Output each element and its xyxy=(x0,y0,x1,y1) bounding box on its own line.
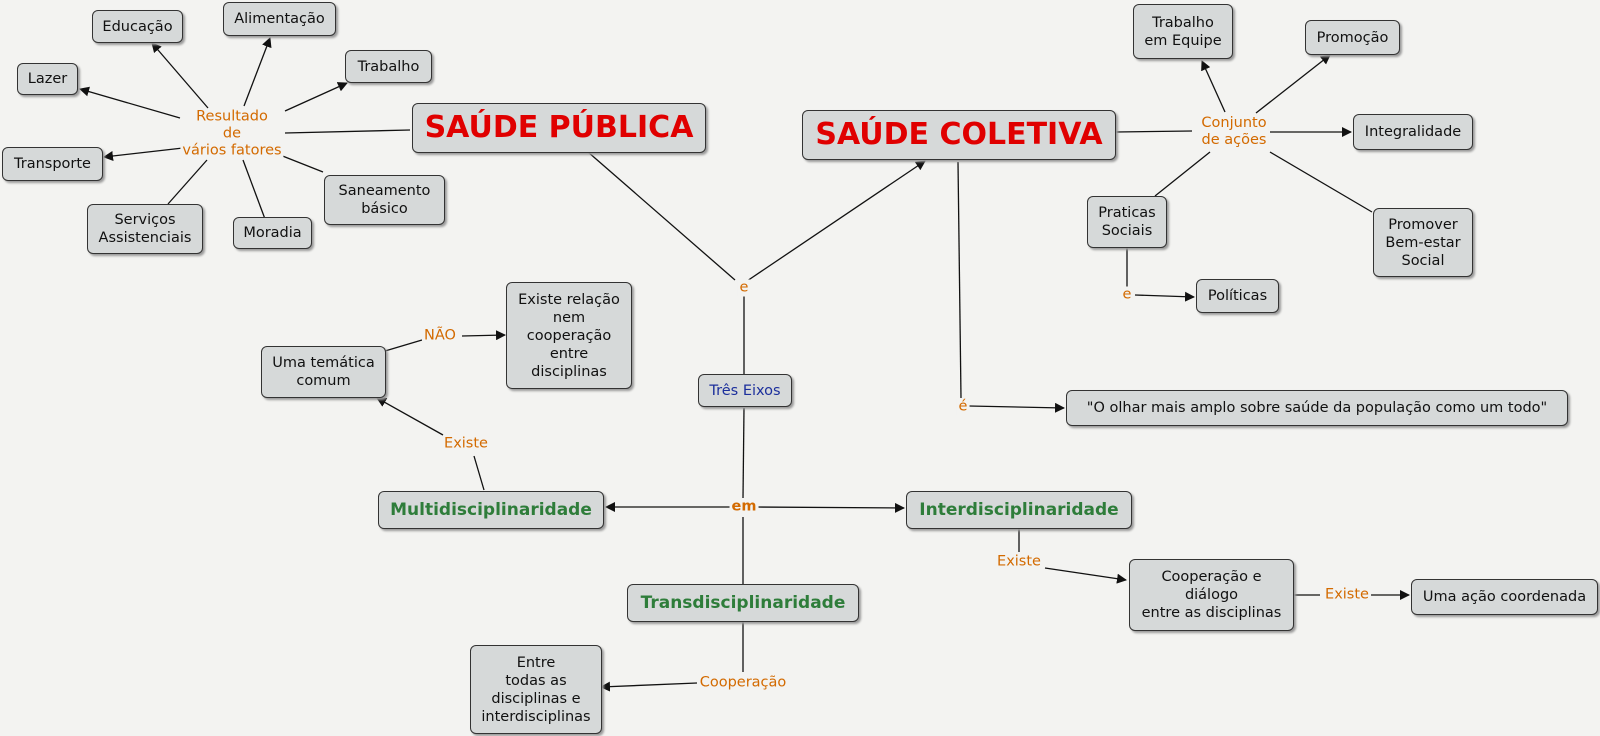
e-top-phrase: e xyxy=(737,279,751,297)
praticas-sociais-node[interactable]: Praticas Sociais xyxy=(1087,196,1167,248)
acao-coordenada-node[interactable]: Uma ação coordenada xyxy=(1411,579,1598,615)
interdisciplinaridade-node[interactable]: Interdisciplinaridade xyxy=(906,491,1132,529)
promover-node[interactable]: Promover Bem-estar Social xyxy=(1373,208,1473,277)
existe-relacao-node[interactable]: Existe relação nem cooperação entre disc… xyxy=(506,282,632,389)
moradia-node[interactable]: Moradia xyxy=(233,217,312,249)
educacao-node[interactable]: Educação xyxy=(92,10,183,43)
resultado-phrase: Resultado de vários fatores xyxy=(180,108,284,160)
uma-tematica-node[interactable]: Uma temática comum xyxy=(261,346,386,398)
nao-phrase: NÃO xyxy=(422,327,458,345)
integralidade-node[interactable]: Integralidade xyxy=(1353,114,1473,150)
trabalho-node[interactable]: Trabalho xyxy=(345,50,432,83)
servicos-node[interactable]: Serviços Assistenciais xyxy=(87,204,203,254)
transdisciplinaridade-node[interactable]: Transdisciplinaridade xyxy=(627,584,859,622)
e-praticas-phrase: e xyxy=(1120,286,1134,304)
lazer-node[interactable]: Lazer xyxy=(17,63,78,95)
e-olhar-phrase: é xyxy=(956,398,970,416)
multidisciplinaridade-node[interactable]: Multidisciplinaridade xyxy=(378,491,604,529)
saude-coletiva-node[interactable]: SAÚDE COLETIVA xyxy=(802,110,1116,160)
existe-coop-phrase: Existe xyxy=(1323,586,1371,604)
transporte-node[interactable]: Transporte xyxy=(2,147,103,181)
tres-eixos-node[interactable]: Três Eixos xyxy=(698,374,792,407)
conjunto-phrase: Conjunto de ações xyxy=(1199,115,1269,149)
alimentacao-node[interactable]: Alimentação xyxy=(223,2,336,36)
trabalho-equipe-node[interactable]: Trabalho em Equipe xyxy=(1133,4,1233,59)
saude-publica-node[interactable]: SAÚDE PÚBLICA xyxy=(412,103,706,153)
olhar-node[interactable]: "O olhar mais amplo sobre saúde da popul… xyxy=(1066,390,1568,426)
cooperacao-phrase: Cooperação xyxy=(697,674,789,692)
cooperacao-dialogo-node[interactable]: Cooperação e diálogo entre as disciplina… xyxy=(1129,559,1294,631)
politicas-node[interactable]: Políticas xyxy=(1196,279,1279,313)
existe-multi-phrase: Existe xyxy=(442,435,490,453)
entre-todas-node[interactable]: Entre todas as disciplinas e interdiscip… xyxy=(470,645,602,734)
saneamento-node[interactable]: Saneamento básico xyxy=(324,175,445,225)
promocao-node[interactable]: Promoção xyxy=(1305,20,1400,55)
existe-inter-phrase: Existe xyxy=(995,553,1043,571)
em-phrase: em xyxy=(729,498,759,516)
